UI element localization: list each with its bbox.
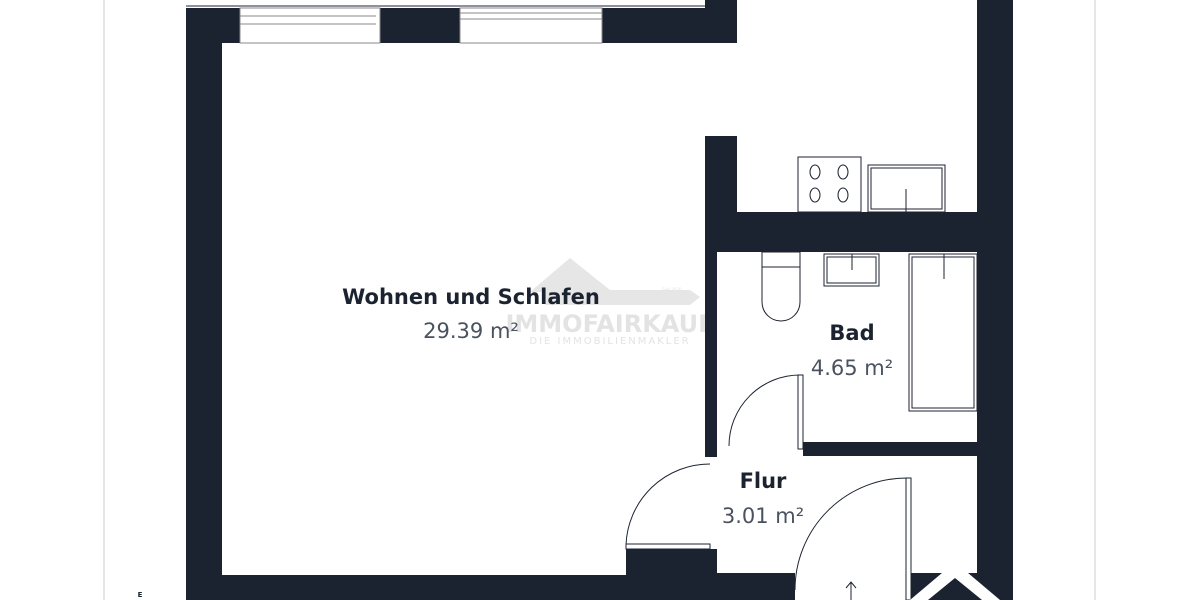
room-name-hall: Flur (740, 469, 787, 493)
kitchen-fixtures (797, 156, 946, 213)
doors (625, 374, 912, 600)
compass-label: E (138, 591, 143, 599)
washbasin-icon (823, 253, 880, 287)
wall-inner-kitchen (705, 136, 737, 252)
room-name-bath: Bad (829, 321, 874, 345)
watermark-since: Seit 2020 (662, 287, 682, 292)
wall-bottom-block (626, 549, 717, 600)
wall-right (977, 0, 1013, 600)
wall-kitchen-bath (737, 212, 977, 252)
watermark-logo: IMMOFAIRKAUF DIE IMMOBILIENMAKLER Seit 2… (505, 258, 715, 347)
window-2 (459, 7, 603, 44)
house-logo-icon (845, 562, 1000, 600)
door-entrance[interactable] (794, 477, 912, 600)
watermark-tagline: DIE IMMOBILIENMAKLER (529, 336, 690, 347)
bath-fixtures (761, 251, 978, 412)
wall-top-stub (705, 0, 737, 43)
wall-bath-hall (803, 442, 978, 456)
wall-inner-bath (705, 252, 717, 457)
room-area-bath: 4.65 m² (811, 356, 893, 380)
watermark-brand: IMMOFAIRKAUF (505, 310, 714, 338)
toilet-icon (761, 251, 801, 322)
kitchen-sink-icon (867, 164, 946, 213)
door-living[interactable] (625, 463, 711, 550)
room-area-living: 29.39 m² (423, 319, 519, 343)
wall-bottom-left (186, 575, 626, 600)
bathtub-icon (908, 253, 978, 412)
wall-bottom-mid (717, 573, 795, 600)
room-area-hall: 3.01 m² (722, 504, 804, 528)
stove-icon (797, 156, 862, 213)
wall-left (186, 8, 222, 600)
room-name-living: Wohnen und Schlafen (342, 285, 600, 309)
windows (239, 7, 603, 44)
door-bath[interactable] (728, 374, 804, 450)
window-1 (239, 7, 381, 44)
